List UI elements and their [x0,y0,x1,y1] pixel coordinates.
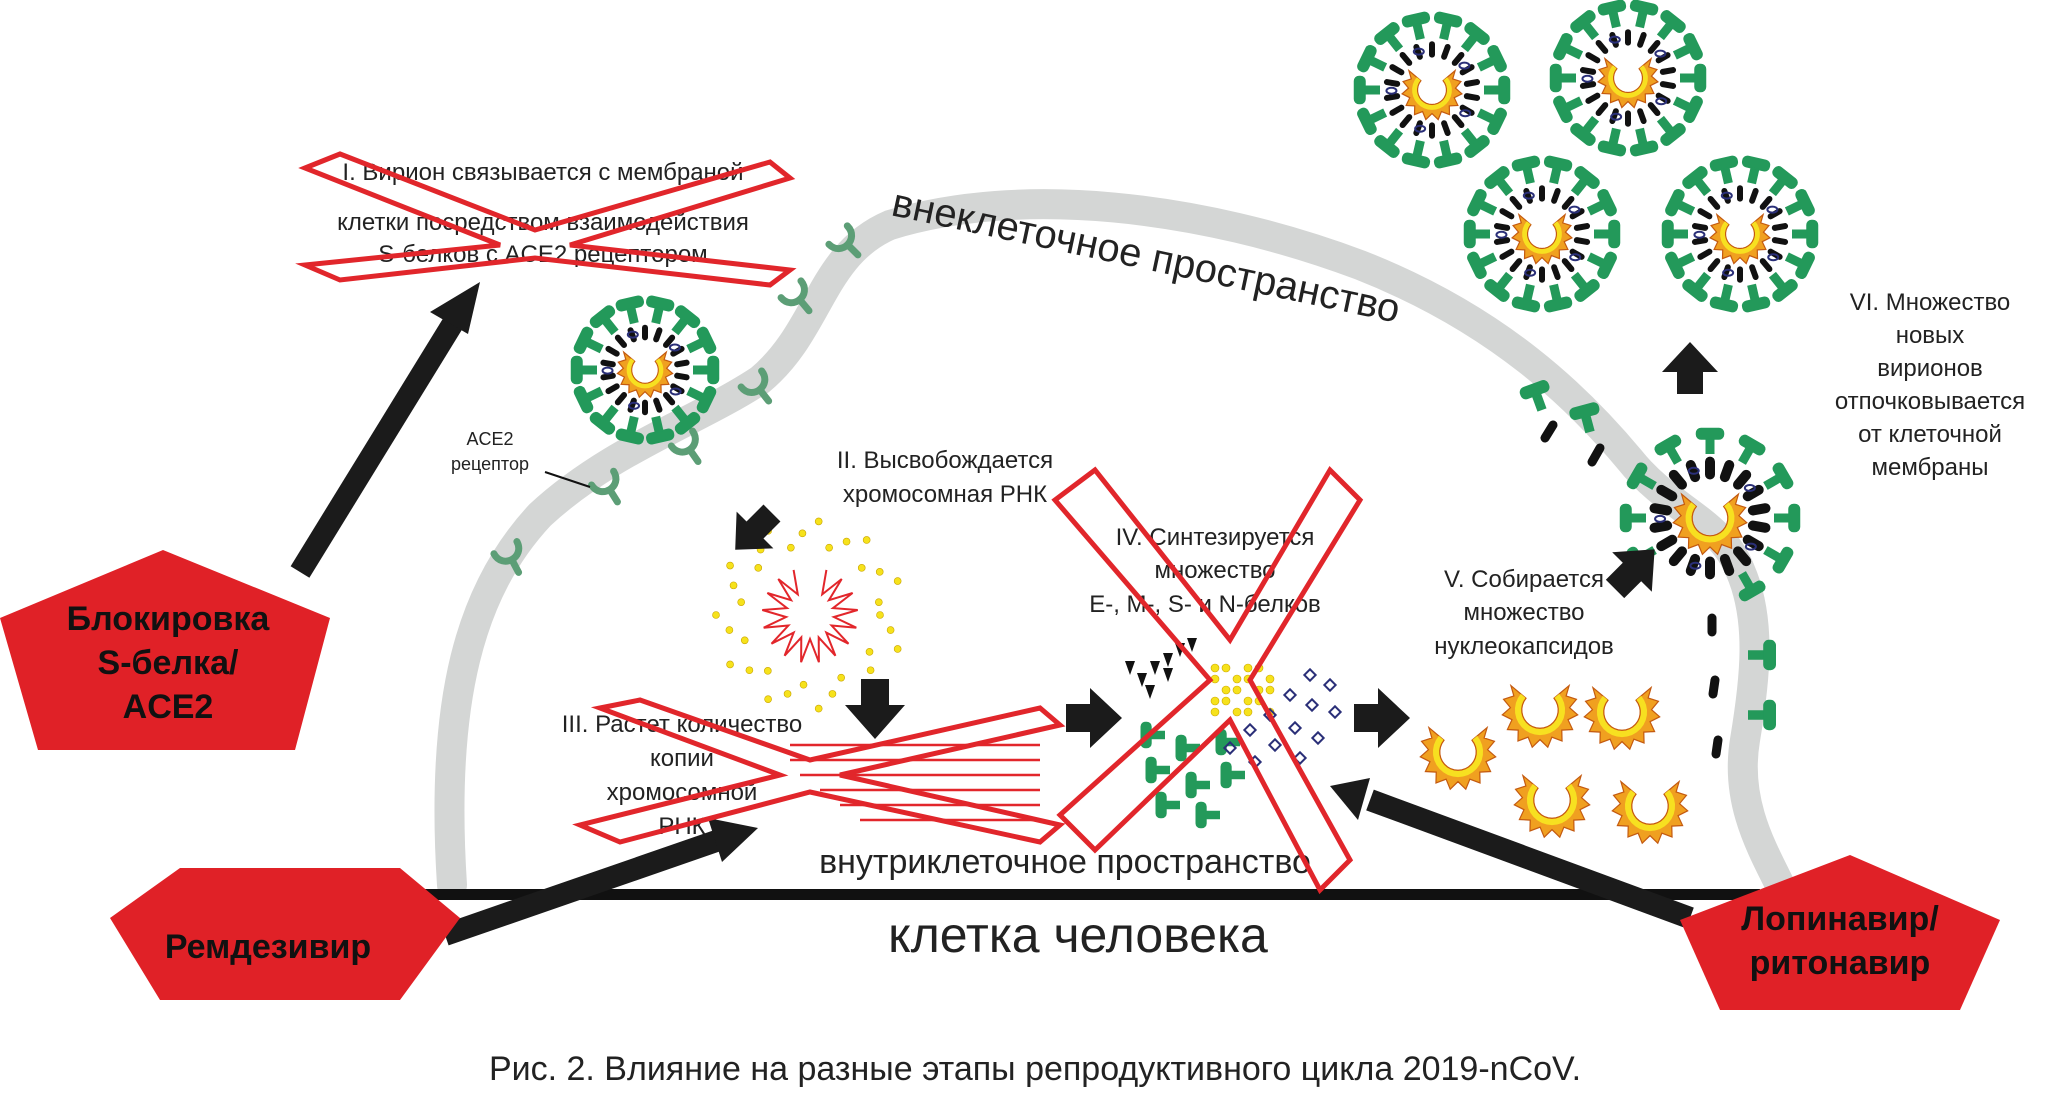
blocker-pentagon [0,550,330,750]
stage-2-label: II. Высвобождается хромосомная РНК [837,447,1053,508]
cell-membrane [434,189,1795,900]
stage-5-label: V. Собирается множество нуклеокапсидов [1434,566,1614,660]
lopinavir-label: Лопинавир/ ритонавир [1741,900,1939,982]
blocker-line: S-белка/ [98,644,239,682]
rna-dots [712,517,902,713]
remdesivir-pentagon [110,868,460,1000]
remdesivir-label: Ремдезивир [165,928,371,966]
cross-stage-1 [295,151,797,288]
synthesized-proteins [1125,638,1343,828]
released-virion [1465,155,1620,312]
cross-stage-3 [572,697,1066,845]
stage-6-line: новых [1896,322,1965,349]
blocker-line: ACE2 [123,688,214,726]
intracellular-label: внутриклеточное пространство [819,843,1311,881]
stage-6-line: вирионов [1877,355,1983,382]
released-virion [1355,11,1510,168]
stage-3-line: копии [650,745,714,772]
drug-arrows [290,282,1694,946]
released-rna [762,569,858,663]
stage-6-line: отпочковывается [1835,388,2025,415]
nucleocapsid [1583,685,1661,751]
flow-arrows [735,342,1718,748]
nucleocapsid [1611,779,1689,845]
membrane-black-dashes [1540,420,1723,759]
stage-6-line: от клеточной [1858,421,2002,448]
stage-5-line: нуклеокапсидов [1434,633,1614,660]
attaching-virion [572,295,719,444]
lopinavir-pentagon [1680,855,2000,1010]
released-virion [1663,155,1818,312]
stage-5-line: множество [1463,599,1584,626]
receptor-line: ACE2 [466,429,513,449]
stage-5-line: V. Собирается [1444,566,1604,593]
receptor-line: рецептор [451,454,529,474]
stage-4-label: IV. Синтезируется множество E-, M-, S- и… [1089,524,1321,618]
nucleocapsid [1513,773,1591,839]
stage-2-line: хромосомная РНК [843,481,1047,508]
blocker-line: Блокировка [67,600,271,638]
budding-virion [1621,429,1800,603]
stage-1-line: I. Вирион связывается с мембраной [342,159,743,186]
receptor-pointer [544,471,591,488]
blocker-label: Блокировка S-белка/ ACE2 [67,600,271,726]
stage-1-line: клетки посредством взаимодействия [337,209,749,236]
receptor-label: ACE2 рецептор [451,429,529,474]
lopinavir-line: Лопинавир/ [1741,900,1939,938]
figure-caption: Рис. 2. Влияние на разные этапы репродук… [489,1050,1581,1088]
nucleocapsid [1419,725,1497,791]
released-virion [1551,0,1706,157]
stage-2-line: II. Высвобождается [837,447,1053,474]
stage-6-label: VI. Множество новых вирионов отпочковыва… [1835,289,2025,481]
stage-6-line: VI. Множество [1850,289,2011,316]
lopinavir-line: ритонавир [1750,944,1931,982]
stage-6-line: мембраны [1871,454,1988,481]
nucleocapsid [1501,683,1579,749]
cross-stage-4 [1051,465,1364,895]
cell-label: клетка человека [888,907,1268,963]
cell-floor-line [408,889,1760,900]
